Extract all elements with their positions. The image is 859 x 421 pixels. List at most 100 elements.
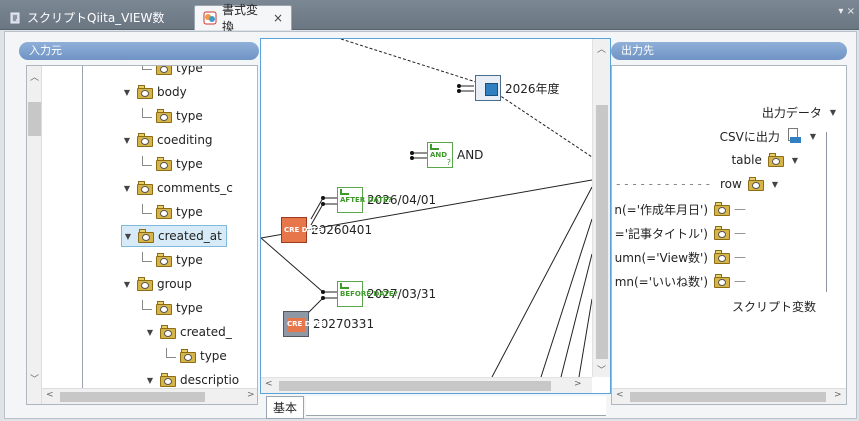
fiscal-year-node[interactable]: 2026年度 xyxy=(475,75,560,101)
tab-script-qiita-view[interactable]: スクリプトQiita_VIEW数 xyxy=(0,5,190,30)
tree-leaf-item[interactable]: type xyxy=(142,65,203,79)
and-node[interactable]: AND ? AND xyxy=(427,142,483,168)
connector-dot xyxy=(410,151,414,155)
node-label: 2026/04/01 xyxy=(367,193,437,207)
node-icon xyxy=(714,274,730,288)
input-vertical-scrollbar[interactable]: ︿ ﹀ xyxy=(27,66,42,404)
scroll-left-arrow-icon[interactable]: < xyxy=(46,390,54,400)
scroll-thumb[interactable] xyxy=(279,381,551,391)
scroll-down-arrow-icon[interactable]: ﹀ xyxy=(597,366,607,376)
tree-guide-line xyxy=(826,132,827,292)
expand-triangle-icon[interactable]: ▼ xyxy=(123,135,131,145)
tree-item-label: type xyxy=(176,65,203,75)
canvas-vertical-scrollbar[interactable]: ︿ ﹀ xyxy=(592,39,610,377)
scroll-right-arrow-icon[interactable]: > xyxy=(574,379,582,389)
tree-leaf-item[interactable]: type xyxy=(142,153,203,175)
row-label: n(='作成年月日') xyxy=(614,202,708,217)
output-horizontal-scrollbar[interactable]: < > xyxy=(612,388,846,404)
tree-leaf-item[interactable]: type xyxy=(142,201,203,223)
close-icon[interactable]: × xyxy=(272,11,283,25)
tab-basic[interactable]: 基本 xyxy=(266,396,305,419)
create-date-icon: CRE DATE xyxy=(283,311,325,337)
tree-branch-line xyxy=(142,300,152,310)
tree-branch-line xyxy=(142,204,152,214)
row-label: mn(='いいね数') xyxy=(614,274,708,289)
expand-triangle-icon[interactable]: ▼ xyxy=(146,327,154,337)
expand-triangle-icon[interactable]: ▼ xyxy=(124,231,132,241)
dropdown-arrow-icon[interactable]: ▼ xyxy=(771,179,778,189)
scroll-down-arrow-icon[interactable]: ﹀ xyxy=(30,375,40,385)
expand-triangle-icon[interactable]: ▼ xyxy=(123,87,131,97)
scroll-left-arrow-icon[interactable]: < xyxy=(265,379,273,389)
tree-item-label: type xyxy=(176,301,203,315)
tree-leaf-item[interactable]: type xyxy=(166,345,227,367)
tree-item-label: created_at xyxy=(158,229,222,243)
view-menu-icon[interactable]: ▾ × xyxy=(838,6,855,17)
dropdown-arrow-icon[interactable]: ▼ xyxy=(791,155,798,165)
csv-output-node[interactable]: CSVに出力 ▼ xyxy=(720,126,816,146)
link xyxy=(310,203,324,226)
output-data-node[interactable]: 出力データ ▼ xyxy=(762,102,836,122)
tree-node-item[interactable]: ▼ comments_c xyxy=(121,177,233,199)
table-node[interactable]: table ▼ xyxy=(731,150,798,170)
tab-strip-filler xyxy=(306,396,606,416)
dropdown-arrow-icon[interactable]: ▼ xyxy=(829,107,836,117)
editor-tab-bar: スクリプトQiita_VIEW数 書式変換 × ▾ × xyxy=(0,0,859,34)
node-icon xyxy=(180,349,196,363)
scroll-thumb[interactable] xyxy=(28,102,41,136)
canvas-horizontal-scrollbar[interactable]: < > xyxy=(261,377,592,393)
before-date-node[interactable]: BEFORE DATE? 2027/03/31 xyxy=(337,281,436,307)
scroll-left-arrow-icon[interactable]: < xyxy=(616,390,624,400)
tree-node-item[interactable]: ▼coediting xyxy=(121,129,213,151)
scroll-thumb[interactable] xyxy=(596,105,608,359)
connector-dot xyxy=(410,156,414,160)
tab-format-conversion[interactable]: 書式変換 × xyxy=(194,3,292,34)
column-view-count[interactable]: umn(='View数') — xyxy=(615,247,746,267)
expand-triangle-icon[interactable]: ▼ xyxy=(123,183,131,193)
tree-node-item[interactable]: ▼group xyxy=(121,273,192,295)
tree-branch-line xyxy=(142,108,152,118)
scroll-up-arrow-icon[interactable]: ︿ xyxy=(597,45,607,55)
scroll-right-arrow-icon[interactable]: > xyxy=(834,390,842,400)
after-date-node[interactable]: AFTER DATE? 2026/04/01 xyxy=(337,187,436,213)
link xyxy=(491,186,592,377)
scroll-thumb[interactable] xyxy=(60,392,205,402)
before-date-icon: BEFORE DATE? xyxy=(337,281,398,307)
create-date-node-2[interactable]: CRE DATE 20270331 xyxy=(283,311,374,337)
node-icon xyxy=(156,205,172,219)
output-tree[interactable]: 出力データ ▼ CSVに出力 ▼ table ▼ - - - - - - - -… xyxy=(611,65,847,405)
row-node[interactable]: - - - - - - - - - - - - row ▼ xyxy=(612,174,778,194)
branch-line: — xyxy=(734,250,746,264)
scroll-thumb[interactable] xyxy=(630,392,826,402)
column-likes-count[interactable]: mn(='いいね数') — xyxy=(615,271,746,291)
script-variables-node[interactable]: スクリプト変数 xyxy=(732,296,816,316)
tree-node-item[interactable]: ▼body xyxy=(121,81,187,103)
input-horizontal-scrollbar[interactable]: < > xyxy=(42,388,257,404)
tree-node-item[interactable]: ▼created_ xyxy=(144,321,232,343)
node-icon xyxy=(767,153,784,167)
column-article-title[interactable]: ='記事タイトル') — xyxy=(615,223,746,243)
scroll-right-arrow-icon[interactable]: > xyxy=(247,390,255,400)
tree-node-item[interactable]: ▼descriptio xyxy=(144,369,239,391)
tree-leaf-item[interactable]: type xyxy=(142,249,203,271)
and-condition-icon: AND ? xyxy=(427,142,453,168)
node-icon xyxy=(156,66,172,75)
link xyxy=(560,253,592,377)
scroll-up-arrow-icon[interactable]: ︿ xyxy=(30,73,40,83)
expand-triangle-icon[interactable]: ▼ xyxy=(123,279,131,289)
create-date-node-1[interactable]: CRE DATE 20260401 xyxy=(281,217,372,243)
fiscal-year-function-icon xyxy=(475,75,501,101)
mapping-canvas[interactable]: 2026年度 AND ? AND AFTER DATE? 2026/04/01 … xyxy=(260,38,611,394)
tree-leaf-item[interactable]: type xyxy=(142,297,203,319)
tree-item-label: comments_c xyxy=(157,181,233,195)
format-conversion-icon xyxy=(203,11,217,25)
link xyxy=(578,298,592,377)
link-to-output xyxy=(261,179,592,239)
create-date-icon: CRE DATE xyxy=(281,217,322,243)
expand-triangle-icon[interactable]: ▼ xyxy=(146,375,154,385)
tree-leaf-item[interactable]: type xyxy=(142,105,203,127)
dropdown-arrow-icon[interactable]: ▼ xyxy=(809,131,816,141)
column-created-date[interactable]: n(='作成年月日') — xyxy=(614,199,746,219)
tree-node-item[interactable]: ▼ created_at xyxy=(121,225,227,247)
